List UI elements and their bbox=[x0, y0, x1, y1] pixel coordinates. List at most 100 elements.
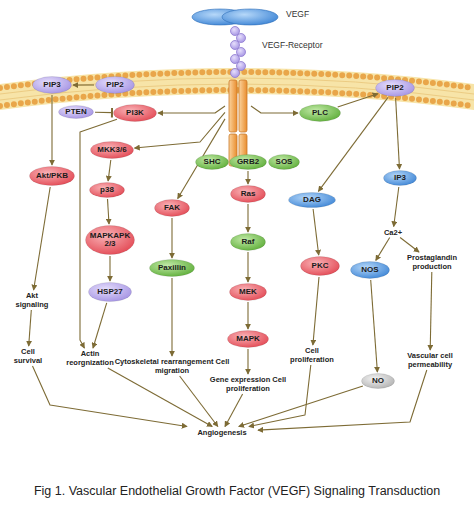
signal-arrow bbox=[313, 209, 319, 255]
node-label: NO bbox=[372, 377, 384, 385]
signal-molecule: MEK bbox=[229, 283, 267, 301]
label-holder: IP3 bbox=[383, 170, 417, 186]
process-text: Cell proliferation bbox=[283, 346, 341, 364]
signal-arrow bbox=[108, 368, 212, 427]
label-holder: Ras bbox=[230, 185, 266, 203]
label-holder: MAPK bbox=[227, 330, 269, 348]
node-label: Gene expression Cell proliferation bbox=[208, 375, 288, 393]
signal-molecule: Paxillin bbox=[149, 259, 195, 277]
signal-molecule: GRB2 bbox=[229, 154, 267, 170]
figure-caption: Fig 1. Vascular Endothelial Growth Facto… bbox=[0, 484, 474, 498]
signal-arrow bbox=[108, 160, 111, 181]
label-holder: PI3K bbox=[113, 104, 157, 122]
signal-molecule: NOS bbox=[350, 261, 390, 279]
process-text: Gene expression Cell proliferation bbox=[208, 375, 288, 393]
signal-molecule: SOS bbox=[268, 154, 300, 170]
signal-arrow bbox=[29, 310, 32, 346]
signal-arrow bbox=[51, 95, 52, 165]
label-holder: p38 bbox=[89, 182, 125, 198]
process-text: Vascular cell permeability bbox=[400, 351, 460, 369]
process-text: Ca2+ bbox=[378, 228, 408, 237]
node-label: FAK bbox=[164, 204, 180, 212]
process-text: Angiogenesis bbox=[187, 428, 257, 437]
signal-arrow bbox=[225, 394, 243, 427]
node-label: SHC bbox=[204, 158, 221, 166]
signal-arrow bbox=[371, 280, 378, 372]
signal-arrow bbox=[247, 204, 248, 232]
label-holder: PTEN bbox=[58, 105, 94, 119]
signal-molecule: DAG bbox=[288, 192, 336, 208]
signal-arrow bbox=[430, 272, 432, 350]
signal-arrow bbox=[95, 112, 112, 113]
signal-molecule: PLC bbox=[299, 104, 341, 122]
node-label: PTEN bbox=[65, 108, 86, 116]
signal-arrow bbox=[251, 106, 298, 113]
label-holder: PIP2 bbox=[375, 79, 415, 97]
node-label: Ca2+ bbox=[378, 228, 408, 237]
signal-arrow bbox=[249, 365, 311, 427]
process-text: Cell survival bbox=[8, 347, 48, 365]
node-label: Angiogenesis bbox=[187, 428, 257, 437]
node-label: PIP3 bbox=[43, 81, 60, 89]
node-label: PIP2 bbox=[386, 84, 403, 92]
node-label: MEK bbox=[239, 288, 257, 296]
signal-molecule: PIP3 bbox=[32, 76, 72, 94]
label-holder: HSP27 bbox=[88, 282, 132, 302]
label-holder: SHC bbox=[195, 154, 229, 170]
signal-arrow bbox=[73, 84, 94, 85]
vegf-receptor: VEGF-Receptor bbox=[226, 26, 250, 168]
signal-arrow bbox=[247, 252, 248, 282]
node-shape bbox=[190, 6, 280, 28]
signal-arrow bbox=[109, 256, 110, 281]
signal-arrow bbox=[400, 238, 419, 253]
signal-arrow bbox=[171, 278, 172, 356]
node-label: Cell survival bbox=[8, 347, 48, 365]
node-label: IP3 bbox=[394, 174, 406, 182]
node-label: Actin reorgnization bbox=[60, 349, 120, 367]
node-label: PLC bbox=[312, 109, 328, 117]
label-holder: Paxillin bbox=[149, 259, 195, 277]
signal-molecule: HSP27 bbox=[88, 282, 132, 302]
signal-molecule: MAPK bbox=[227, 330, 269, 348]
node-shape bbox=[226, 26, 250, 168]
node-label: VEGF bbox=[286, 9, 309, 19]
label-holder: MKK3/6 bbox=[90, 141, 134, 159]
signal-molecule: Akt/PKB bbox=[29, 166, 75, 186]
label-holder: MEK bbox=[229, 283, 267, 301]
label-holder: PIP3 bbox=[32, 76, 72, 94]
node-label: MKK3/6 bbox=[97, 146, 126, 154]
process-text: Prostaglandin production bbox=[402, 253, 462, 271]
signal-molecule: FAK bbox=[154, 199, 190, 217]
signal-arrow bbox=[171, 218, 172, 258]
signal-molecule: PIP2 bbox=[375, 79, 415, 97]
signal-arrow bbox=[93, 303, 107, 348]
signal-arrow bbox=[158, 106, 225, 113]
label-holder: PLC bbox=[299, 104, 341, 122]
label-holder: Akt/PKB bbox=[29, 166, 75, 186]
node-label: GRB2 bbox=[237, 158, 259, 166]
signal-arrow bbox=[376, 238, 390, 261]
signal-arrow bbox=[33, 366, 188, 427]
node-label: Akt/PKB bbox=[36, 172, 68, 180]
signal-molecule: PI3K bbox=[113, 104, 157, 122]
node-label: SOS bbox=[276, 158, 293, 166]
node-label: Raf bbox=[242, 238, 255, 246]
node-label: PIP2 bbox=[106, 81, 123, 89]
signal-arrow bbox=[338, 94, 378, 107]
label-holder: DAG bbox=[288, 192, 336, 208]
label-holder: NO bbox=[361, 373, 395, 389]
node-label: MAPKAPK 2/3 bbox=[89, 232, 131, 248]
signal-molecule: PIP2 bbox=[95, 76, 135, 94]
signal-arrow bbox=[396, 98, 400, 169]
process-text: Akt signaling bbox=[11, 291, 53, 309]
signal-arrow bbox=[313, 277, 319, 345]
node-label: Paxillin bbox=[158, 264, 186, 272]
signal-arrow bbox=[247, 349, 248, 374]
label-holder: NOS bbox=[350, 261, 390, 279]
signal-arrow bbox=[247, 302, 248, 329]
node-label: VEGF-Receptor bbox=[262, 40, 322, 50]
process-text: Cytoskeletal rearrangement Cell migratio… bbox=[114, 357, 230, 375]
node-label: Cytoskeletal rearrangement Cell migratio… bbox=[114, 357, 230, 375]
label-holder: PKC bbox=[300, 256, 340, 276]
